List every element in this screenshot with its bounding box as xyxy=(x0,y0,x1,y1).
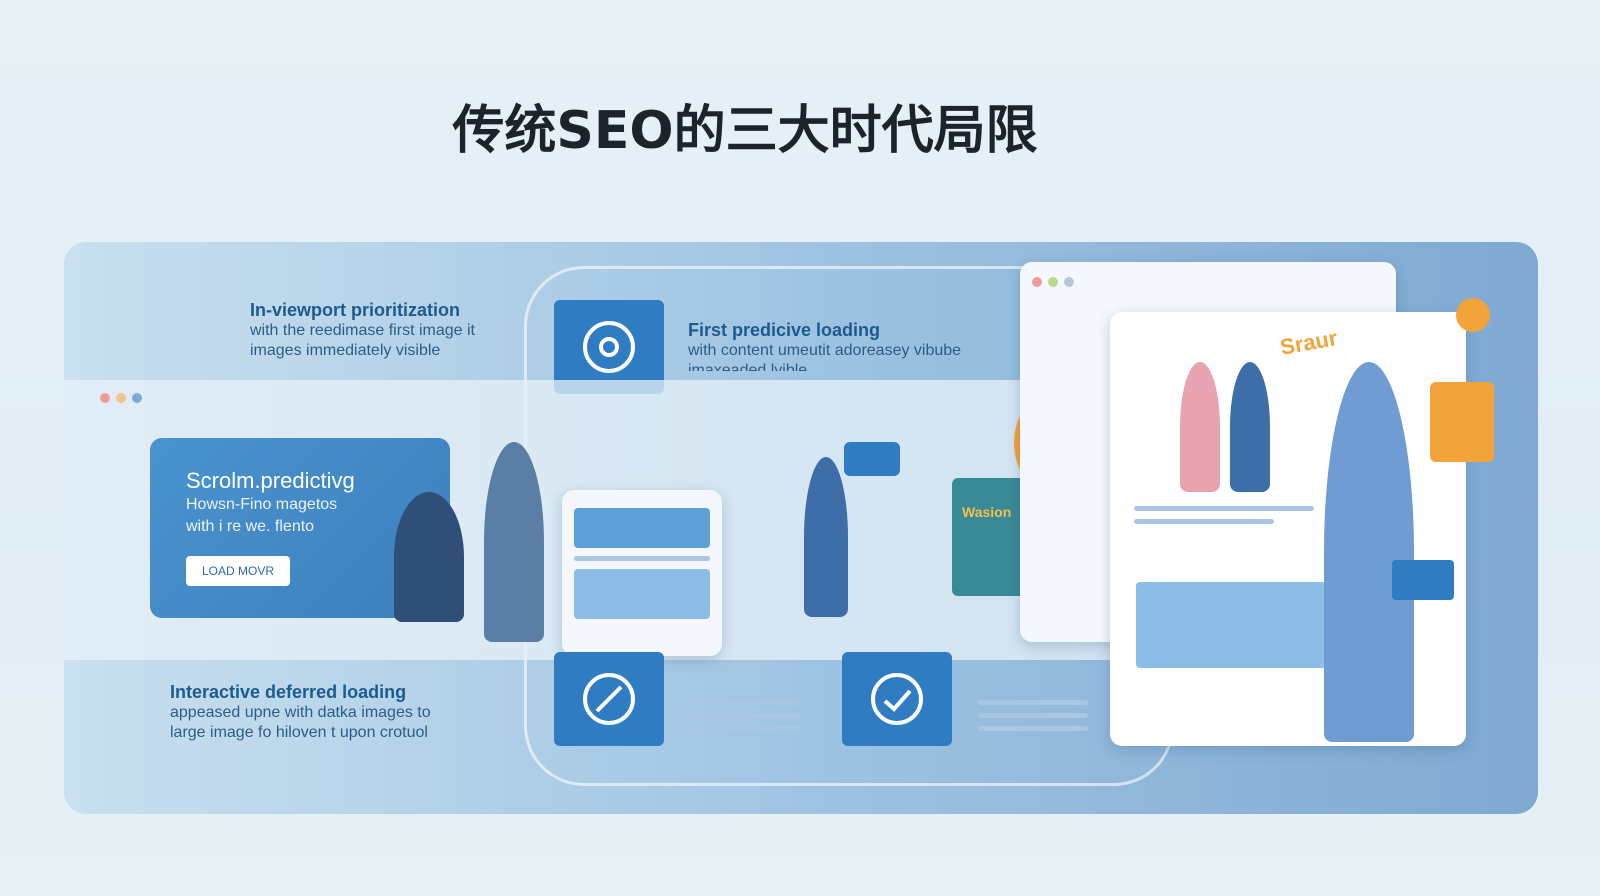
section-text: with content umeutit adoreasey vibube xyxy=(688,342,962,359)
section-first-predictive: First predicive loading with content ume… xyxy=(688,320,961,371)
section-text: large image fo hiloven t upon crotuol xyxy=(170,724,428,741)
card-text: Howsn-Fino magetos xyxy=(186,496,338,513)
person-walking-figure xyxy=(1324,362,1414,742)
check-icon xyxy=(842,652,952,746)
text-lines xyxy=(690,692,800,739)
sign-text: Wasion xyxy=(962,504,1012,520)
settings-icon xyxy=(554,300,664,394)
section-text: appeased upne with datka images to xyxy=(170,704,431,721)
content-image xyxy=(1136,582,1326,668)
section-heading: First predicive loading xyxy=(688,320,881,340)
section-in-viewport: In-viewport prioritization with the reed… xyxy=(250,300,475,361)
rocket-icon xyxy=(554,652,664,746)
person-figure xyxy=(1180,362,1220,492)
section-text: imaxeaded lyible xyxy=(688,362,808,371)
brand-text: Sraur xyxy=(1278,325,1340,360)
page-title: 传统SEO的三大时代局限 xyxy=(452,101,1038,161)
section-text: with the reedimase first image it xyxy=(250,322,475,339)
person-figure xyxy=(1230,362,1270,492)
mini-browser xyxy=(562,490,722,656)
bar-chart-icon xyxy=(1430,382,1494,462)
chat-bubble-icon xyxy=(844,442,900,476)
person-figure xyxy=(484,442,544,642)
section-interactive-deferred: Interactive deferred loading appeased up… xyxy=(170,682,431,743)
person-figure xyxy=(394,492,464,622)
card-heading: Scrolm.predictivg xyxy=(186,468,355,493)
card-text: with i re we. flento xyxy=(186,518,315,535)
section-heading: In-viewport prioritization xyxy=(250,300,460,320)
window-dots xyxy=(100,390,148,408)
briefcase-icon xyxy=(1392,560,1454,600)
text-lines xyxy=(978,692,1088,739)
illustration-panel: In-viewport prioritization with the reed… xyxy=(64,242,1538,814)
section-heading: Interactive deferred loading xyxy=(170,682,407,702)
section-text: images immediately visible xyxy=(250,342,441,359)
load-more-button[interactable]: LOAD MOVR xyxy=(186,556,291,586)
edit-badge-icon xyxy=(1456,298,1490,332)
person-figure xyxy=(804,457,848,617)
